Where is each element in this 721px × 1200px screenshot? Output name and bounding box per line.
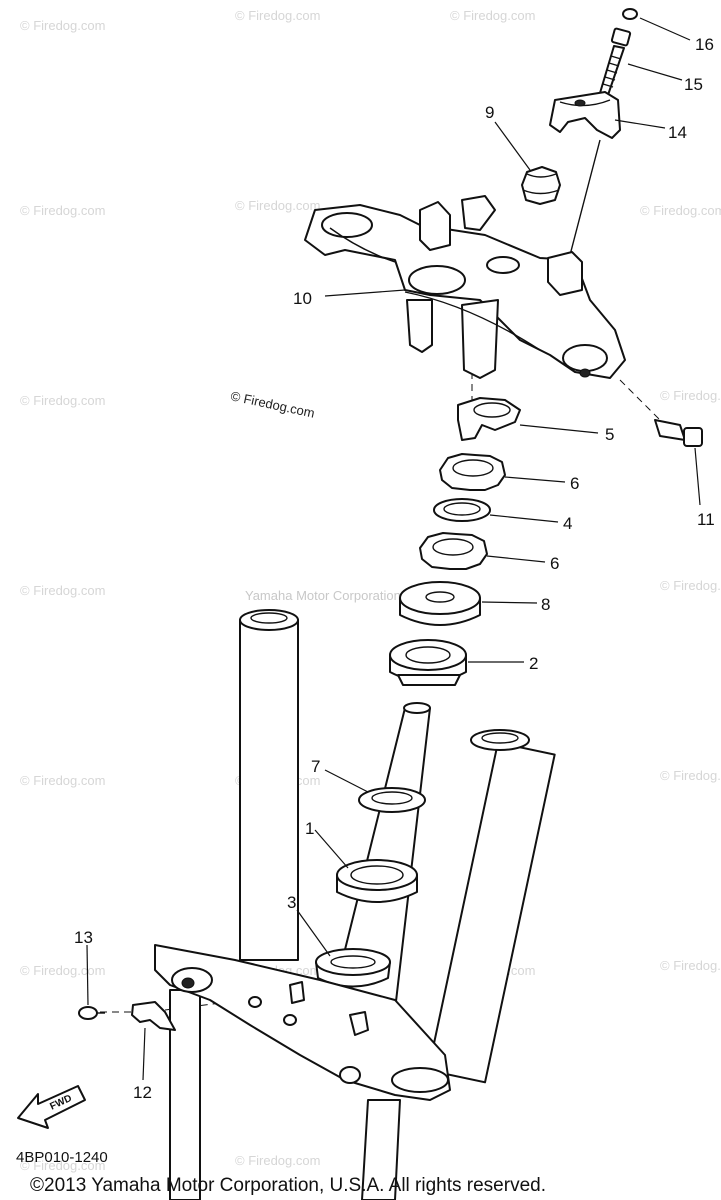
watermark: © Firedog.com: [235, 8, 320, 23]
callout-6b: 6: [550, 554, 559, 573]
part-12-clamp: [131, 1001, 176, 1031]
callout-11: 11: [697, 510, 715, 529]
fwd-arrow-icon: FWD: [17, 1085, 86, 1129]
watermark: © Firedog.com: [235, 1153, 320, 1168]
callout-5: 5: [605, 425, 614, 444]
copyright-notice: ©2013 Yamaha Motor Corporation, U.S.A. A…: [30, 1175, 546, 1196]
callout-6a: 6: [570, 474, 579, 493]
part-4-lock-washer: [433, 498, 491, 522]
callout-9: 9: [485, 103, 494, 122]
callout-14: 14: [668, 123, 687, 142]
watermark: © Firedog.com: [660, 958, 721, 973]
part-1-bearing: [336, 859, 418, 903]
watermark: © Firedog.com: [235, 198, 320, 213]
callout-16: 16: [695, 35, 714, 54]
part-15-bolt: [599, 27, 632, 96]
part-2-bearing: [389, 639, 467, 686]
left-fork-tube: [169, 609, 299, 1200]
watermark: © Firedog.com: [20, 773, 105, 788]
watermark: © Firedog.com: [450, 8, 535, 23]
part-8-dust-seal: [399, 581, 481, 626]
part-14-upper-holder: [549, 91, 621, 139]
watermark: © Firedog.com: [20, 583, 105, 598]
callout-numbers: 16 15 14 9 10 11 5 6 4 6 8 2 7 1 3 13 12: [74, 35, 715, 1102]
watermark: © Firedog.com: [20, 203, 105, 218]
callout-3: 3: [287, 893, 296, 912]
part-10-upper-bracket: [304, 195, 626, 379]
callout-10: 10: [293, 289, 312, 308]
site-mark: © Firedog.com: [229, 388, 316, 420]
callout-leaders: [86, 17, 701, 1081]
watermark: © Firedog.com: [660, 388, 721, 403]
callout-8: 8: [541, 595, 550, 614]
watermark: © Firedog.com: [660, 578, 721, 593]
diagram-code: 4BP010-1240: [16, 1149, 108, 1166]
callout-7: 7: [311, 757, 320, 776]
part-5-cover: [457, 397, 521, 441]
part-9-nut: [521, 166, 561, 205]
watermark: © Firedog.com: [20, 18, 105, 33]
watermark: © Firedog.com: [640, 203, 721, 218]
watermark-owner: Yamaha Motor Corporation: [245, 588, 401, 603]
callout-12: 12: [133, 1083, 152, 1102]
watermark: © Firedog.com: [20, 963, 105, 978]
part-13-screw: [78, 1006, 105, 1020]
part-11-bolt: [654, 419, 703, 447]
watermark: © Firedog.com: [20, 1158, 105, 1173]
watermark: © Firedog.com: [660, 768, 721, 783]
part-6-ring-nut-upper: [439, 453, 506, 491]
right-fork-tube: [361, 729, 556, 1200]
callout-4: 4: [563, 514, 572, 533]
callout-15: 15: [684, 75, 703, 94]
lower-bracket: [154, 944, 451, 1101]
part-16-washer: [622, 8, 638, 20]
callout-2: 2: [529, 654, 538, 673]
part-6-ring-nut-lower: [419, 532, 488, 570]
part-7-washer: [358, 787, 426, 813]
callout-13: 13: [74, 928, 93, 947]
callout-1: 1: [305, 819, 314, 838]
watermark: © Firedog.com: [20, 393, 105, 408]
